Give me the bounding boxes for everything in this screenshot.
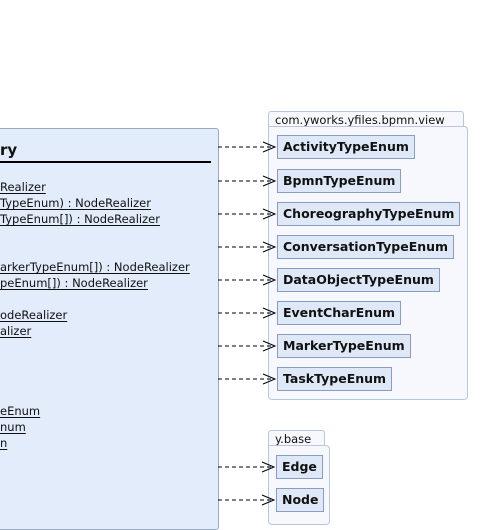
class-member: n xyxy=(0,436,8,450)
enum-marker-type[interactable]: MarkerTypeEnum xyxy=(277,334,411,358)
class-title: ry xyxy=(0,141,18,159)
class-member: alizer xyxy=(0,324,32,338)
class-member: odeRealizer xyxy=(0,308,68,322)
class-member: num xyxy=(0,420,26,434)
class-member: arkerTypeEnum[]) : NodeRealizer xyxy=(0,260,190,274)
enum-bpmn-type[interactable]: BpmnTypeEnum xyxy=(277,169,402,193)
factory-class-box xyxy=(0,128,219,530)
package-tab-y-base: y.base xyxy=(268,430,325,446)
enum-choreography-type[interactable]: ChoreographyTypeEnum xyxy=(277,202,461,226)
enum-data-object-type[interactable]: DataObjectTypeEnum xyxy=(277,268,440,292)
class-node[interactable]: Node xyxy=(276,488,325,512)
title-divider xyxy=(0,161,211,163)
class-edge[interactable]: Edge xyxy=(276,455,323,479)
enum-activity-type[interactable]: ActivityTypeEnum xyxy=(277,135,415,159)
class-member: TypeEnum) : NodeRealizer xyxy=(0,196,151,210)
dependency-arrows xyxy=(218,141,277,506)
enum-task-type[interactable]: TaskTypeEnum xyxy=(277,367,393,391)
class-member: TypeEnum[]) : NodeRealizer xyxy=(0,212,160,226)
class-member: Realizer xyxy=(0,180,46,194)
enum-conversation-type[interactable]: ConversationTypeEnum xyxy=(277,235,455,259)
package-tab-bpmn-view: com.yworks.yfiles.bpmn.view xyxy=(268,111,464,127)
class-member: eEnum xyxy=(0,404,41,418)
class-member: peEnum[]) : NodeRealizer xyxy=(0,276,148,290)
enum-event-char[interactable]: EventCharEnum xyxy=(277,301,402,325)
